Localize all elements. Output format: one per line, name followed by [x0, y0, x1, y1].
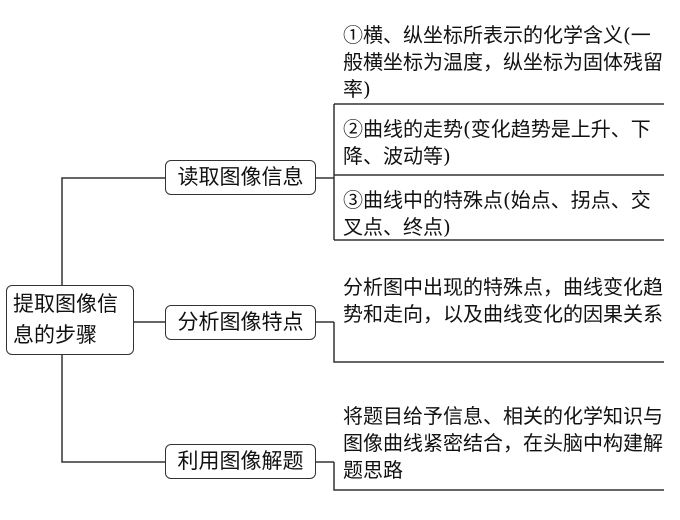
- root-node-label: 提取图像信息的步骤: [13, 292, 118, 347]
- leaf-text-analysis: 分析图中出现的特殊点，曲线变化趋势和走向，以及曲线变化的因果关系: [343, 275, 663, 326]
- branch-3-bracket: [316, 461, 664, 491]
- leaf-text-axis-meaning: ①横、纵坐标所表示的化学含义(一般横坐标为温度，纵坐标为固体残留率): [343, 23, 663, 101]
- root-node: 提取图像信息的步骤: [6, 285, 134, 355]
- leaf-text-special-points: ③曲线中的特殊点(始点、拐点、交叉点、终点): [343, 188, 651, 239]
- branch-node-analyze-label: 分析图像特点: [177, 310, 304, 334]
- leaf-text-solving: 将题目给予信息、相关的化学知识与图像曲线紧密结合，在头脑中构建解题思路: [343, 404, 663, 482]
- branch-node-read-label: 读取图像信息: [177, 165, 304, 189]
- trunk-line-lower: [61, 355, 165, 463]
- leaf-text-curve-trend: ②曲线的走势(变化趋势是上升、下降、波动等): [343, 117, 651, 168]
- branch-node-solve: 利用图像解题: [165, 444, 316, 479]
- trunk-line: [61, 177, 165, 285]
- branch-1-bracket: [316, 104, 335, 240]
- branch-node-analyze: 分析图像特点: [165, 305, 316, 340]
- branch-node-read: 读取图像信息: [165, 160, 316, 195]
- branch-2-bracket: [316, 321, 664, 363]
- branch-node-solve-label: 利用图像解题: [177, 449, 304, 473]
